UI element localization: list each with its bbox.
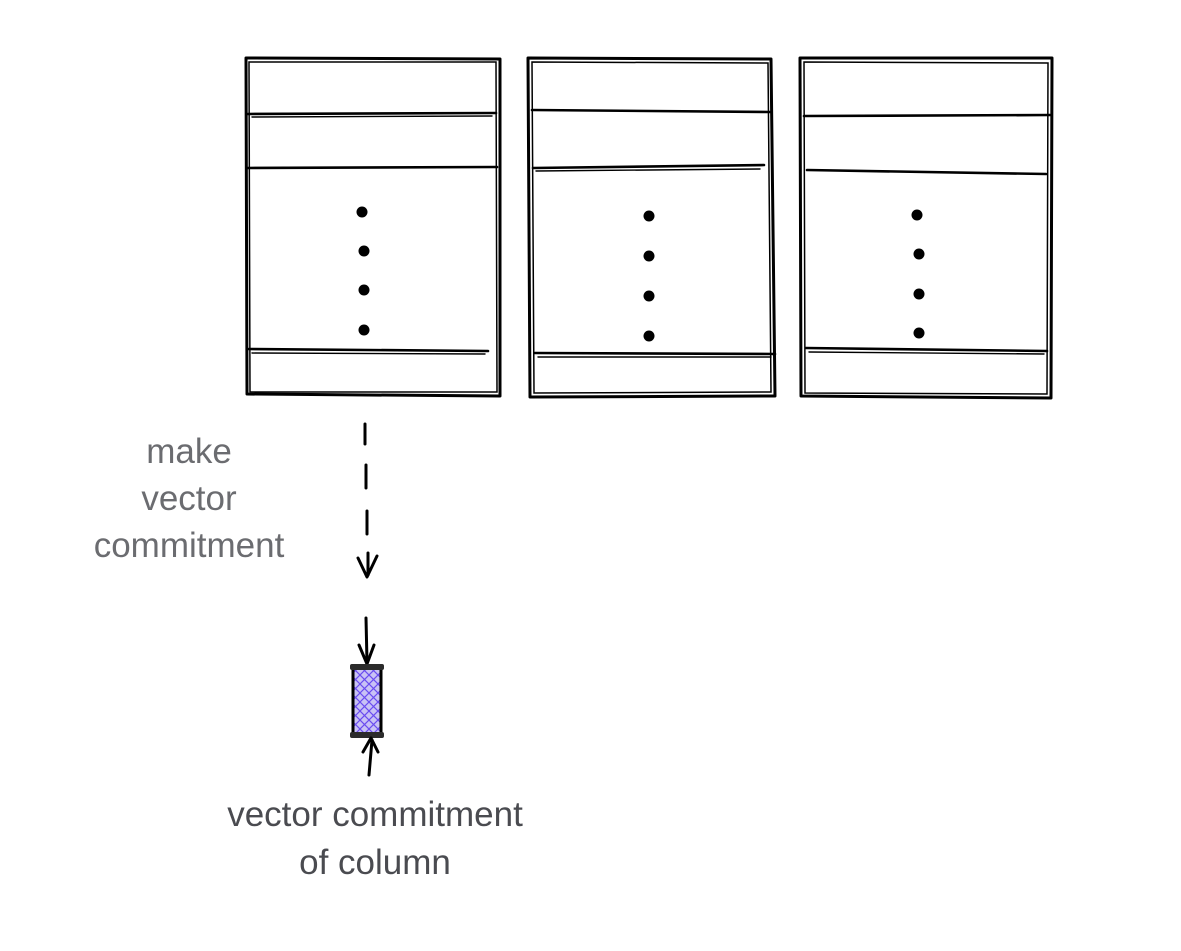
arrow-label-line-2: vector [141,479,237,518]
matrix-column-3 [798,56,1054,400]
ellipsis-dot [643,250,655,262]
ellipsis-dot [358,284,370,296]
ellipsis-dot [913,327,925,339]
ellipsis-dot [913,288,925,300]
vector-commitment-element [350,616,384,777]
arrow-label-line-3: commitment [94,526,285,565]
ellipsis-dot [643,210,655,222]
result-label-line-1: vector commitment [227,795,523,834]
arrow-up-icon [361,736,380,754]
matrix-column-2 [526,56,777,399]
ellipsis-dot [358,245,370,257]
matrix-column-1 [244,56,502,398]
ellipsis-dot [911,209,923,221]
ellipsis-dot [643,290,655,302]
result-label-line-2: of column [299,843,451,882]
dashed-arrow [356,422,379,579]
ellipsis-dot [913,248,925,260]
arrow-head-icon [356,554,379,579]
ellipsis-dot [356,206,368,218]
result-label: vector commitment of column [227,795,523,882]
ellipsis-dot [358,324,370,336]
arrow-label-line-1: make [146,432,232,471]
ellipsis-dot [643,330,655,342]
arrow-label: make vector commitment [94,432,285,565]
